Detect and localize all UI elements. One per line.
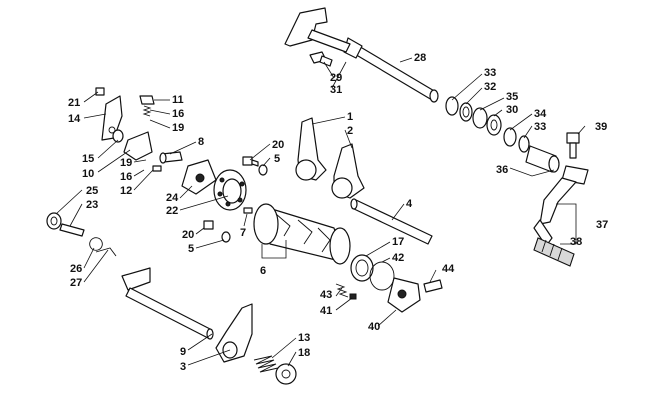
part-41-plunger [335,283,357,300]
part-12-pin [152,165,162,172]
callout-21: 21 [68,97,80,109]
callout-18: 18 [298,347,310,359]
callout-11: 11 [172,94,184,106]
leader-lines [55,57,586,367]
callout-37: 37 [596,219,608,231]
callout-42: 42 [392,252,404,264]
callout-20-upper: 20 [272,139,284,151]
callout-8: 8 [198,136,204,148]
part-23-bolt [59,223,85,237]
callout-32: 32 [484,81,496,93]
part-24-segment [181,159,217,195]
callout-36: 36 [496,164,508,176]
callout-17: 17 [392,236,404,248]
part-28-shift-shaft [284,7,439,103]
part-9-shift-shaft [121,267,214,340]
callout-labels: 28 29 31 33 32 35 30 34 33 36 39 37 38 1… [68,52,608,373]
callout-33-upper: 33 [484,67,496,79]
part-13-spring [253,355,279,373]
part-2-shift-fork [331,143,365,199]
part-5-washer-upper [258,164,268,176]
part-8-pin [159,151,183,164]
part-15-collar [112,129,124,143]
part-5-washer-lower [221,231,231,243]
callout-16-lower: 16 [120,171,132,183]
part-21-bolt [95,87,105,96]
part-20-screw-upper [242,156,259,167]
callout-28: 28 [414,52,426,64]
part-26-spring [89,237,117,257]
callout-43: 43 [320,289,332,301]
callout-27: 27 [70,277,82,289]
callout-3: 3 [180,361,186,373]
part-42-oring [369,261,395,291]
part-11-stopper [139,95,155,105]
callout-15: 15 [82,153,94,165]
callout-35: 35 [506,91,518,103]
part-10-shift-cam [123,131,153,161]
callout-24: 24 [166,192,179,204]
part-44-bolt [423,279,443,293]
callout-39: 39 [595,121,607,133]
part-18-collar [275,363,297,385]
callout-1: 1 [347,111,353,123]
part-17-bearing [350,254,374,282]
callout-41: 41 [320,305,332,317]
callout-5-upper: 5 [274,153,280,165]
callout-10: 10 [82,168,94,180]
callout-40: 40 [368,321,380,333]
part-40-cap [387,277,421,313]
part-6-shift-drum [253,203,351,265]
part-39-bolt [566,132,580,159]
callout-25: 25 [86,185,98,197]
callout-7: 7 [240,227,246,239]
callout-13: 13 [298,332,310,344]
part-1-shift-fork [295,117,327,181]
callout-31: 31 [330,84,342,96]
parts-30-35-washers [445,96,560,173]
callout-26: 26 [70,263,82,275]
callout-12: 12 [120,185,132,197]
callout-44: 44 [442,263,455,275]
callout-38: 38 [570,236,582,248]
callout-19-upper: 19 [172,122,184,134]
callout-30: 30 [506,104,518,116]
callout-33-lower: 33 [534,121,546,133]
part-29-bolt [309,51,333,67]
part-3-shift-arm [215,303,253,363]
callout-9: 9 [180,346,186,358]
part-7-pin [243,207,253,214]
part-20-screw-lower [203,220,214,230]
part-38-pedal-rubber [533,237,575,267]
callout-19-lower: 19 [120,157,132,169]
callout-22: 22 [166,205,178,217]
part-22-bearing [213,169,247,211]
callout-29: 29 [330,72,342,84]
part-16-spring [142,105,152,117]
callout-5-lower: 5 [188,243,194,255]
part-4-fork-rod [350,198,433,245]
part-25-washer [46,212,62,230]
part-37-shift-lever [533,165,589,247]
callout-14: 14 [68,113,81,125]
callout-16-upper: 16 [172,108,184,120]
callout-20-lower: 20 [182,229,194,241]
callout-6: 6 [260,265,266,277]
callout-34: 34 [534,108,547,120]
callout-23: 23 [86,199,98,211]
callout-2: 2 [347,125,353,137]
callout-4: 4 [406,198,413,210]
